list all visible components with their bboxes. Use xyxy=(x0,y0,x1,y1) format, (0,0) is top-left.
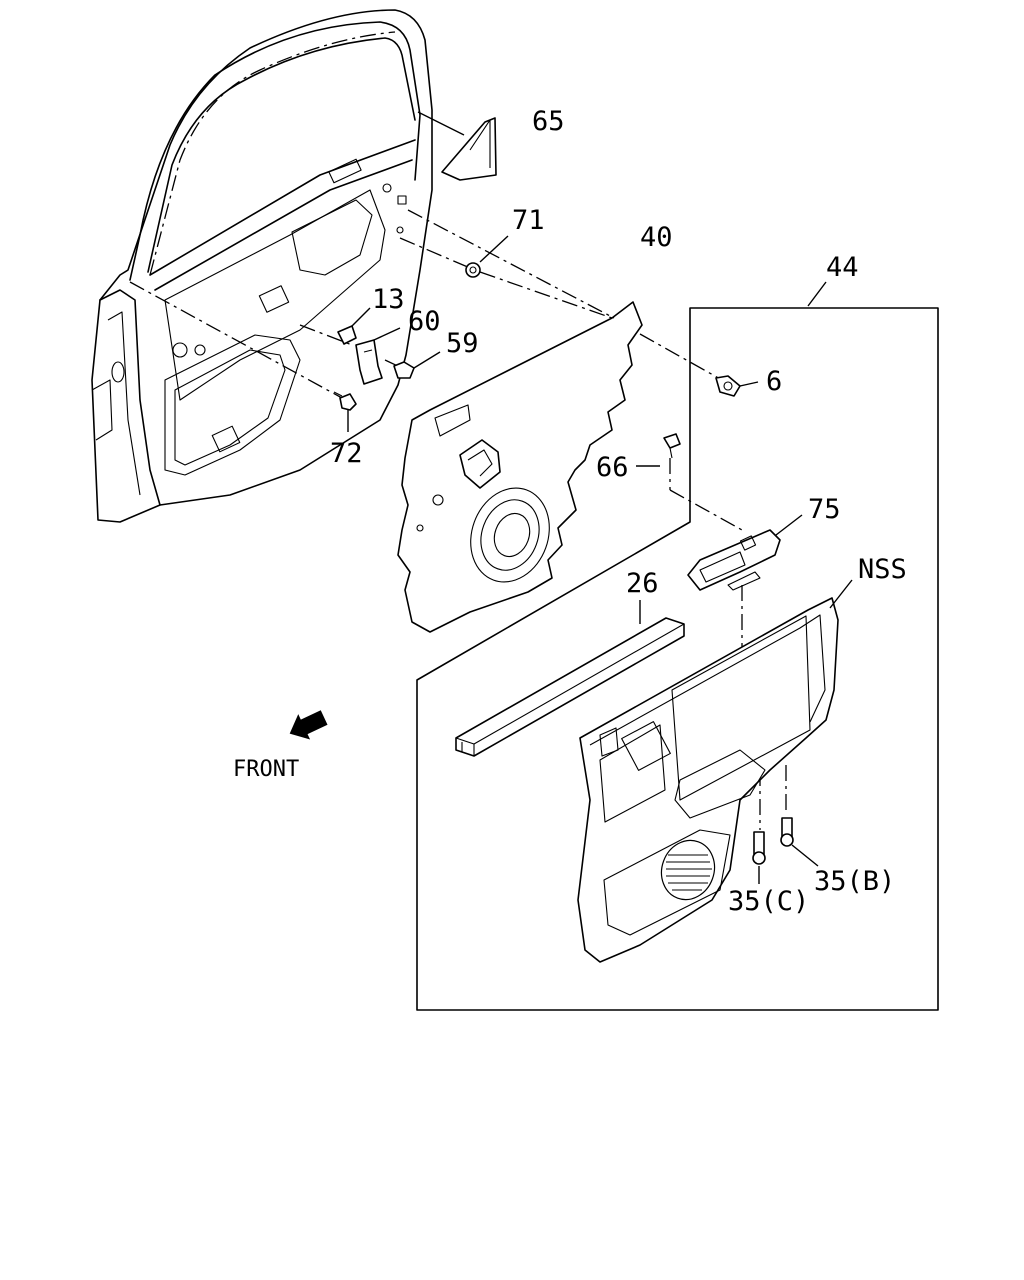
front-label: FRONT xyxy=(233,757,299,782)
callout-72: 72 xyxy=(330,438,363,469)
part-35b-screw xyxy=(780,817,819,867)
part-75-window-switch xyxy=(687,514,803,591)
callout-35c: 35(C) xyxy=(728,886,809,917)
callout-35b: 35(B) xyxy=(814,866,895,897)
part-71-nut xyxy=(465,235,509,278)
part-40-door-insulator xyxy=(397,301,643,633)
door-shell xyxy=(91,9,433,523)
part-59-screw xyxy=(393,351,441,379)
part-26-beltline-rail xyxy=(455,600,685,757)
nss-door-trim-panel xyxy=(577,579,853,963)
callout-44: 44 xyxy=(826,252,859,283)
part-72-clip xyxy=(333,391,357,432)
callout-65: 65 xyxy=(532,106,565,137)
part-66-screw xyxy=(636,433,681,467)
callout-66: 66 xyxy=(596,452,629,483)
assembly-box-44 xyxy=(416,281,939,1011)
callout-labels: 65 71 40 44 13 60 59 6 72 66 75 NSS 26 3… xyxy=(233,106,907,917)
part-35c-screw xyxy=(752,831,766,884)
part-13-clip xyxy=(337,307,371,345)
callout-75: 75 xyxy=(808,494,841,525)
front-direction-arrow xyxy=(289,710,328,740)
part-60-bracket xyxy=(355,327,401,385)
callout-6: 6 xyxy=(766,366,782,397)
callout-40: 40 xyxy=(640,222,673,253)
callout-13: 13 xyxy=(372,284,405,315)
speaker-grille xyxy=(666,854,712,891)
callout-26: 26 xyxy=(626,568,659,599)
callout-60: 60 xyxy=(408,306,441,337)
part-6-clip xyxy=(715,375,759,397)
callout-59: 59 xyxy=(446,328,479,359)
callout-71: 71 xyxy=(512,205,545,236)
part-65-corner-trim xyxy=(417,111,497,181)
callout-nss: NSS xyxy=(858,554,907,585)
